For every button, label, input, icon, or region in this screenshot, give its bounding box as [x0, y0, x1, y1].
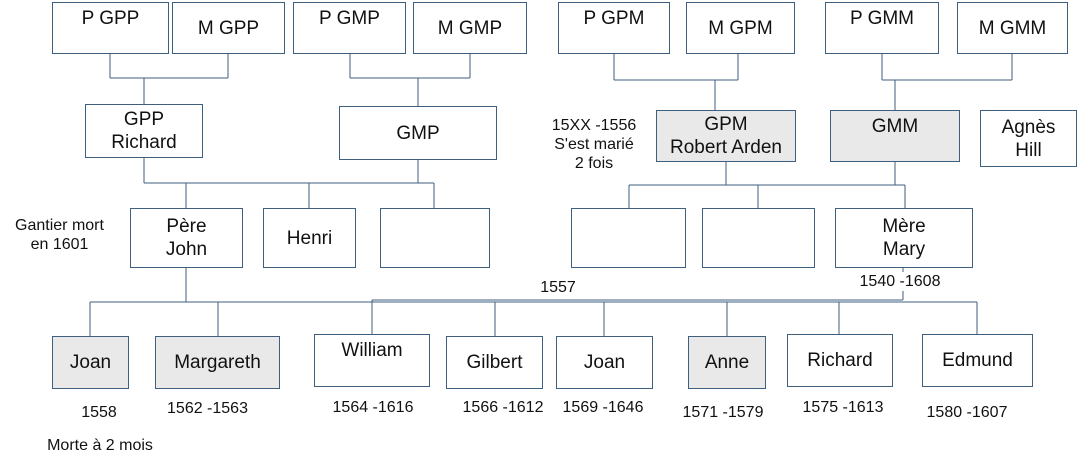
- box-gpm-robert-arden: GPM Robert Arden: [656, 110, 796, 162]
- box-uncle-empty: [380, 208, 490, 268]
- box-gpp-richard: GPP Richard: [85, 104, 203, 158]
- marriage-year: 1557: [540, 279, 576, 296]
- box-m-gpp: M GPP: [172, 2, 285, 54]
- box-mother-mary: Mère Mary: [835, 208, 973, 268]
- child-dates: 1569 -1646: [562, 399, 644, 416]
- child-box: Edmund: [922, 334, 1033, 387]
- child-box: Joan: [556, 336, 653, 389]
- box-m-gpm: M GPM: [686, 2, 795, 54]
- child-box: Margareth: [155, 336, 280, 389]
- child-note: Morte à 2 mois: [47, 437, 153, 454]
- box-gmp: GMP: [339, 106, 497, 160]
- box-p-gpp: P GPP: [52, 2, 169, 54]
- box-p-gmp: P GMP: [293, 2, 406, 54]
- child-box: Richard: [787, 334, 893, 387]
- child-dates: 1571 -1579: [682, 404, 764, 421]
- gpm-note: 15XX -1556 S'est marié 2 fois: [551, 117, 637, 172]
- child-box: Anne: [688, 336, 766, 389]
- child-dates: 1566 -1612: [462, 399, 544, 416]
- box-m-gmm: M GMM: [957, 2, 1068, 54]
- box-aunt-empty-1: [571, 208, 686, 268]
- box-henri: Henri: [263, 208, 356, 268]
- box-p-gmm: P GMM: [825, 2, 939, 54]
- box-agnes-hill: Agnès Hill: [980, 110, 1077, 167]
- box-gmm: GMM: [830, 110, 960, 162]
- father-note: Gantier mort en 1601: [15, 217, 104, 253]
- child-dates: 1564 -1616: [332, 399, 414, 416]
- box-aunt-empty-2: [702, 208, 815, 268]
- child-box: William: [314, 334, 430, 387]
- child-dates: 1580 -1607: [926, 404, 1008, 421]
- child-dates: 1575 -1613: [802, 399, 884, 416]
- box-m-gmp: M GMP: [413, 2, 527, 54]
- child-box: Gilbert: [446, 336, 543, 389]
- box-p-gpm: P GPM: [558, 2, 670, 54]
- box-father-john: Père John: [130, 208, 243, 268]
- child-dates: 1558: [81, 404, 117, 421]
- child-box: Joan: [52, 336, 129, 389]
- mother-dates: 1540 -1608: [850, 272, 950, 291]
- child-dates: 1562 -1563: [167, 400, 248, 417]
